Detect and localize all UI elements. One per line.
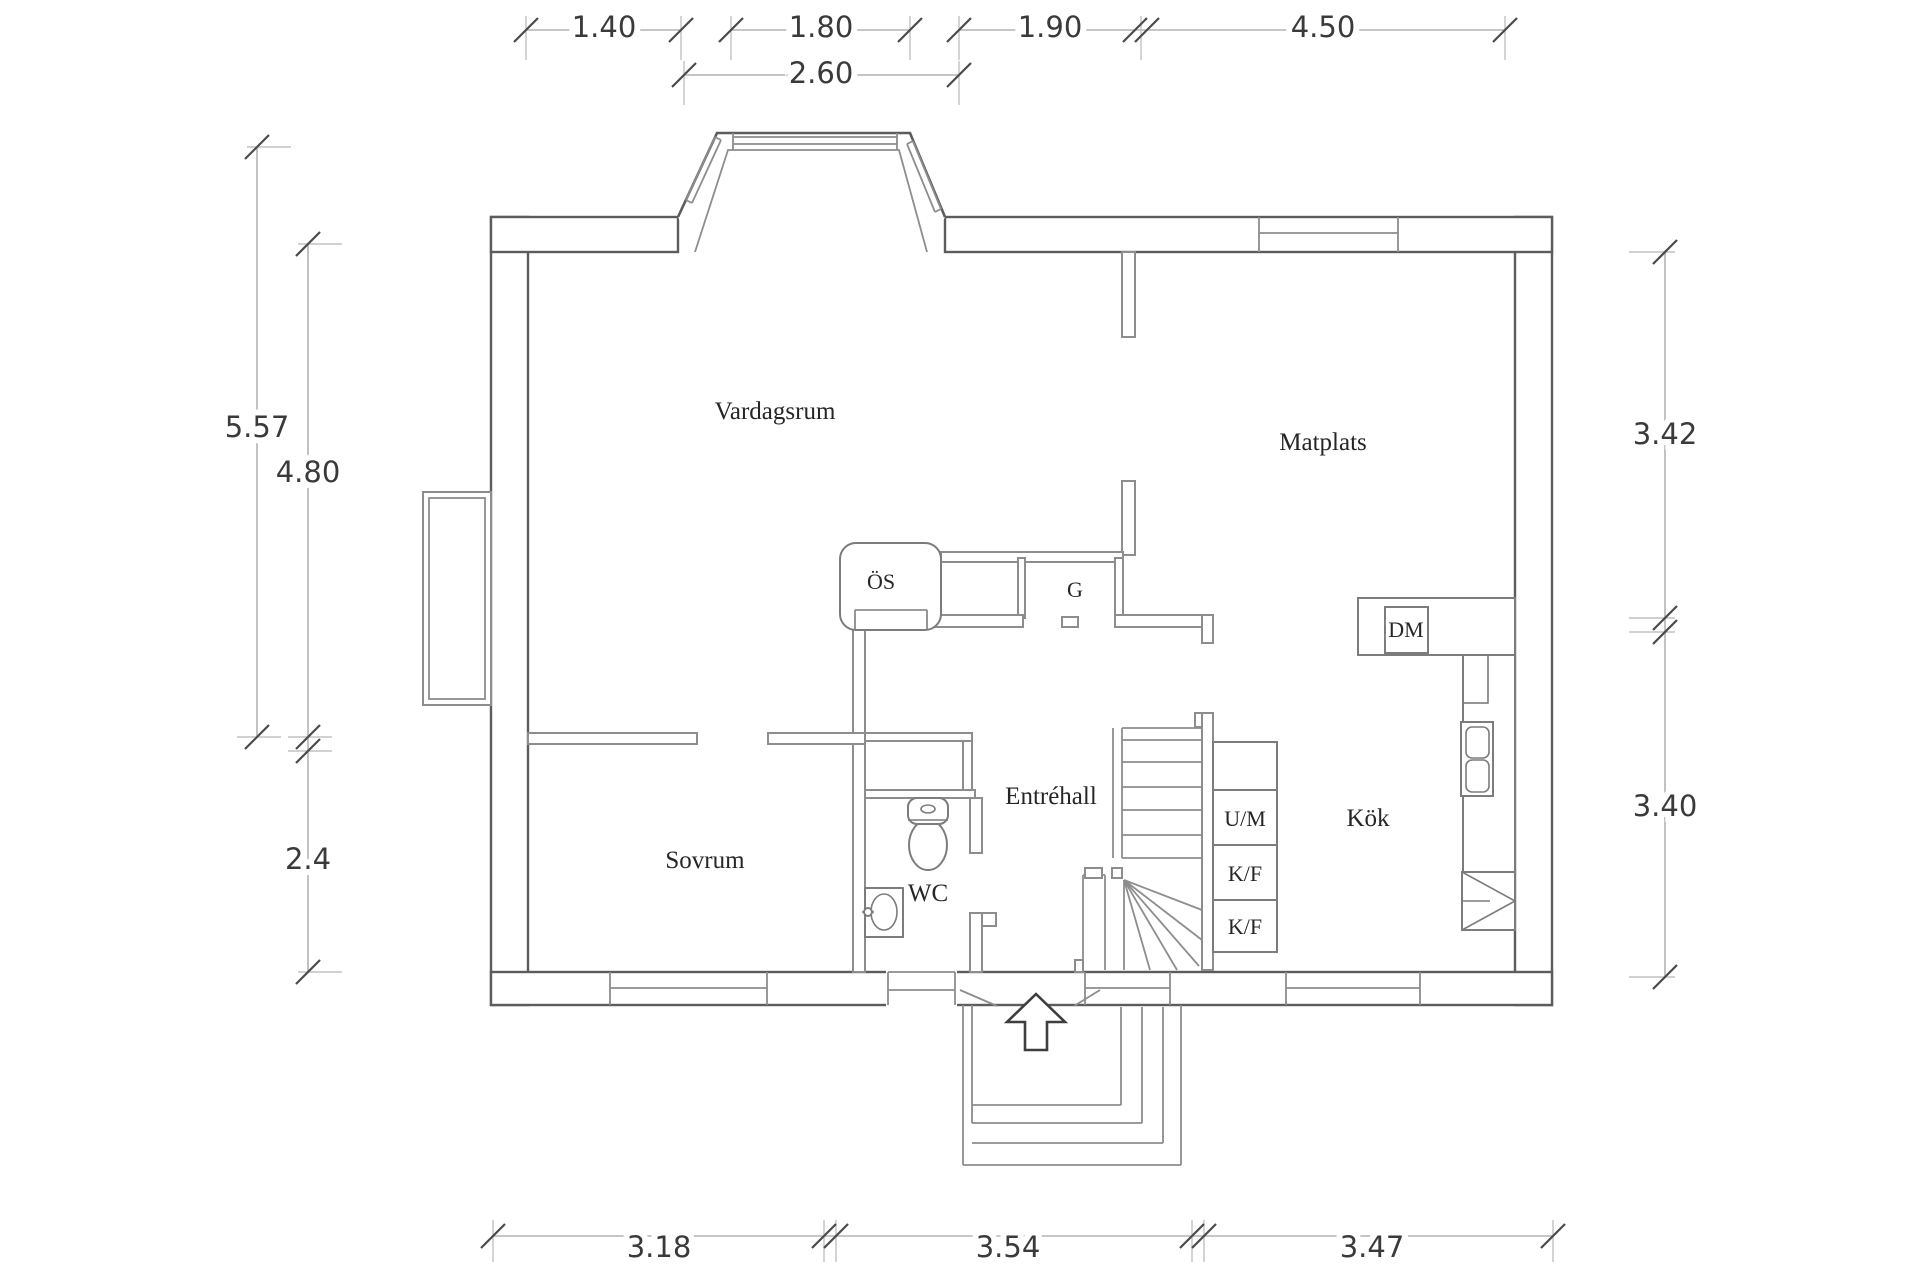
wall-top-left <box>489 215 680 254</box>
wall-stub-lower <box>1121 480 1136 556</box>
dim-top-1: 1.40 <box>572 10 637 44</box>
wall-wc-tab <box>981 912 997 927</box>
dimensions-bottom: 3.18 3.54 3.47 <box>480 1220 1566 1270</box>
wall-dining-kitchen-step <box>1201 614 1214 644</box>
fireplace-icon <box>839 542 942 631</box>
kitchen-counter-top <box>1357 597 1516 656</box>
dim-top-inner: 2.60 <box>789 56 854 90</box>
room-label-hall: Entréhall <box>1005 783 1097 810</box>
room-label-dining: Matplats <box>1279 429 1367 456</box>
room-labels: Vardagsrum Matplats Kök Sovrum Entréhall… <box>661 394 1394 911</box>
label-washer: U/M <box>1224 806 1266 831</box>
room-label-kitchen: Kök <box>1346 805 1390 832</box>
dim-top-4: 4.50 <box>1291 10 1356 44</box>
fridge-box-2 <box>1212 899 1278 953</box>
room-label-living: Vardagsrum <box>715 398 836 425</box>
dishwasher-box <box>1384 606 1429 654</box>
dim-top-2: 1.80 <box>789 10 854 44</box>
wall-left <box>489 215 530 1007</box>
corner-cabinet-icon <box>1461 871 1516 931</box>
bay-right-window-icon <box>912 140 942 210</box>
porch-steps-icon <box>962 1005 1182 1166</box>
dim-right-upper: 3.42 <box>1633 417 1698 451</box>
dim-bottom-2: 3.54 <box>976 1230 1041 1264</box>
fixture-labels: ÖS G DM U/M K/F K/F <box>864 566 1427 942</box>
stairs-icon <box>1074 727 1203 973</box>
kitchen-sink-icon <box>1460 721 1494 797</box>
window-kitchen-icon <box>1285 972 1421 1005</box>
wall-bedroom-top-left <box>527 732 698 745</box>
appliance-column <box>1212 741 1278 953</box>
wall-niche-top <box>864 732 973 742</box>
window-top-icon <box>1258 217 1399 252</box>
toilet-icon <box>907 797 949 871</box>
interior-walls <box>527 251 1214 973</box>
dim-top-3: 1.90 <box>1018 10 1083 44</box>
dim-bottom-1: 3.18 <box>627 1230 692 1264</box>
wall-wc-top <box>864 789 976 799</box>
wall-bedroom-top-right <box>767 732 866 745</box>
wall-stair-right <box>1201 712 1214 971</box>
cabinet-box <box>1212 741 1278 791</box>
chimney-block <box>422 491 492 706</box>
wall-closet-top <box>940 551 1124 563</box>
entrance-door <box>886 970 1101 1008</box>
closet-door-block <box>1061 616 1079 628</box>
dimensions-right: 3.42 3.40 <box>1627 239 1703 990</box>
wall-niche-right <box>962 740 973 791</box>
room-label-bedroom: Sovrum <box>665 847 745 874</box>
staircase <box>1074 727 1203 973</box>
kitchen-fittings <box>1357 597 1516 931</box>
window-hall-icon <box>1084 972 1171 1005</box>
dimensions-top: 1.40 1.80 1.90 4.50 2.60 <box>513 4 1518 105</box>
wall-hall-left <box>852 626 866 973</box>
door-leaf-right-icon <box>1073 989 1101 1007</box>
bay-window <box>676 131 947 253</box>
fireplace <box>839 542 942 631</box>
washer-box <box>1212 789 1278 846</box>
dim-right-lower: 3.40 <box>1633 789 1698 823</box>
dim-left-inner: 4.80 <box>276 455 341 489</box>
wall-wc-right-lower <box>969 912 983 973</box>
entrance-arrow-icon <box>1003 992 1069 1052</box>
wall-stub-upper <box>1121 251 1136 338</box>
label-dishwasher: DM <box>1388 617 1423 642</box>
dimensions-left: 5.57 4.80 2.4 <box>219 134 346 985</box>
wall-dining-kitchen <box>1114 614 1203 628</box>
dim-left-outer: 5.57 <box>225 410 290 444</box>
windows <box>609 217 1421 1008</box>
room-label-wc: WC <box>908 880 948 907</box>
label-fridge-1: K/F <box>1228 861 1262 886</box>
label-wardrobe: G <box>1067 577 1083 602</box>
wall-closet-right <box>1114 557 1124 619</box>
wall-closet-left <box>1017 557 1026 619</box>
label-fireplace: ÖS <box>867 569 895 594</box>
wall-wc-right-upper <box>969 797 983 854</box>
wall-top-right <box>943 215 1554 254</box>
window-bedroom-icon <box>609 972 768 1005</box>
dim-left-lower: 2.4 <box>285 842 331 876</box>
wall-right <box>1513 215 1554 1007</box>
bay-left-window-icon <box>685 136 716 201</box>
label-fridge-2: K/F <box>1228 914 1262 939</box>
wc-fixtures <box>862 797 949 938</box>
door-leaf-left-icon <box>959 989 998 1007</box>
dim-bottom-3: 3.47 <box>1340 1230 1405 1264</box>
entrance-porch <box>962 992 1182 1166</box>
washbasin-icon <box>862 887 904 938</box>
